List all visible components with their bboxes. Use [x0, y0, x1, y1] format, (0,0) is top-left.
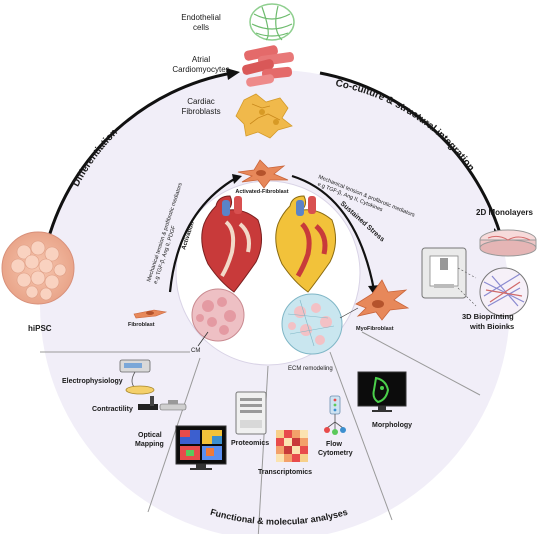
fibroblast-label: Fibroblast	[128, 322, 155, 328]
bioink-lattice-icon	[479, 267, 529, 317]
healthy-heart-icon	[201, 195, 262, 293]
mass-spectrometer-icon	[235, 391, 267, 435]
ecm-label: ECM remodeling	[288, 366, 333, 372]
contractility-label: Contractility	[92, 406, 133, 413]
morphology-label: Morphology	[372, 422, 412, 429]
endothelial-label-1: Endothelial	[181, 13, 221, 22]
petri-dish-icon	[479, 229, 537, 257]
proteomics-label: Proteomics	[231, 440, 269, 447]
contractility-device-icon	[138, 396, 187, 411]
activated-fibroblast-image	[237, 159, 289, 189]
divider-mid-left	[147, 357, 201, 513]
cm-pointer	[197, 331, 209, 347]
monolayers-label: 2D Monolayers	[476, 208, 533, 217]
fibrotic-heart-icon	[275, 195, 336, 293]
fibroblast-image	[133, 309, 168, 319]
activation-arrowhead	[232, 174, 242, 184]
cardiac-fibroblasts-image	[235, 93, 293, 139]
divider-right	[361, 331, 481, 396]
electrophysiology-label: Electrophysiology	[62, 378, 123, 385]
cardiac-fibro-label-2: Fibroblasts	[181, 107, 220, 116]
myofibroblast-image	[355, 279, 410, 321]
transcriptomics-heatmap-icon	[276, 430, 308, 462]
optical-label-1: Optical	[138, 432, 162, 439]
endothelial-cells-image	[249, 3, 295, 41]
activation-arrow	[168, 177, 237, 293]
sustained-stress-arrow	[291, 174, 376, 291]
differentiation-arrowhead	[226, 68, 240, 80]
activated-fibroblast-label: Activated-Fibroblast	[235, 189, 288, 195]
flow-label-1: Flow	[326, 441, 342, 448]
hipsc-label: hiPSC	[28, 324, 52, 333]
optical-mapping-monitor-icon	[175, 425, 227, 470]
differentiation-arc	[46, 71, 233, 241]
transcriptomics-label: Transcriptomics	[258, 469, 312, 476]
morphology-monitor-icon	[357, 371, 407, 412]
bioprinting-label-2: with Bioinks	[469, 322, 514, 331]
cardiac-fibro-label-1: Cardiac	[187, 97, 215, 106]
flow-label-2: Cytometry	[318, 450, 353, 457]
bioprint-zoom-line-2	[457, 287, 477, 307]
divider-mid-right	[329, 351, 393, 521]
atrial-cardiomyocytes-image	[242, 45, 295, 87]
hipsc-colony-image	[1, 231, 75, 305]
optical-label-2: Mapping	[135, 441, 164, 448]
bioprint-zoom-line-1	[457, 267, 477, 279]
ecm-tissue-image	[281, 293, 343, 355]
coculture-arc	[319, 71, 504, 241]
bioprinter-icon	[421, 247, 467, 299]
myofibroblast-label: MyoFibroblast	[356, 326, 394, 332]
endothelial-label-2: cells	[193, 23, 209, 32]
bioprinting-label-1: 3D Bioprinting	[462, 312, 514, 321]
cm-tissue-image	[191, 288, 245, 342]
electrophysiology-rig-icon	[119, 359, 155, 395]
myofibroblast-pointer	[339, 307, 359, 319]
cm-label: CM	[191, 348, 200, 354]
atrial-label-2: Cardiomyocytes	[172, 65, 229, 74]
flow-cytometry-icon	[324, 395, 346, 435]
atrial-label-1: Atrial	[192, 55, 210, 64]
